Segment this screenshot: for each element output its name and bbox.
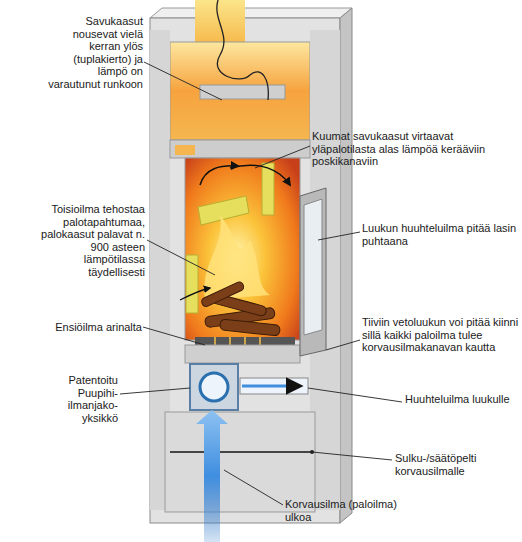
partition xyxy=(170,140,310,158)
flow-arrow xyxy=(230,165,290,185)
ash-space xyxy=(185,345,300,363)
fire-chamber xyxy=(185,158,300,340)
body-top xyxy=(150,8,352,18)
flow-arrow xyxy=(180,288,210,300)
leader-lines xyxy=(120,62,402,505)
air-unit xyxy=(190,364,238,410)
body-side xyxy=(340,8,352,523)
callout-label: Huuhteluilma luukulle xyxy=(405,393,515,406)
firebrick xyxy=(186,255,198,313)
callout-label: Toisioilma tehostaa palotapahtumaa, palo… xyxy=(37,203,145,279)
callout-label: Savukaasut nousevat vielä kerran ylös (t… xyxy=(47,15,143,91)
opening xyxy=(175,145,195,155)
upper-chamber xyxy=(170,42,310,140)
duct-arrow xyxy=(242,385,300,388)
air-duct xyxy=(240,378,308,394)
air-inlet-arrow xyxy=(196,410,228,542)
callout-label: Ensiöilma arinalta xyxy=(20,321,142,334)
flow-arrow xyxy=(200,166,238,185)
callout-label: Patentoitu Puupihi- ilmanjako- yksikkö xyxy=(40,374,118,424)
glass xyxy=(304,199,322,335)
firebrick xyxy=(262,163,274,215)
callout-label: Kuumat savukaasut virtaavat yläpalotilas… xyxy=(312,130,512,168)
callout-label: Sulku-/säätöpelti korvausilmalle xyxy=(395,452,520,477)
callout-label: Tiiviin vetoluukun voi pitää kiinni sill… xyxy=(362,316,520,354)
lower-section xyxy=(165,412,315,512)
logs xyxy=(200,281,280,336)
callout-label: Luukun huuhteluilma pitää lasin puhtaana xyxy=(362,222,517,247)
baffle xyxy=(200,85,285,99)
leader-dot xyxy=(310,450,314,454)
smoke-path xyxy=(217,0,268,100)
damper xyxy=(170,451,312,453)
door xyxy=(300,188,326,356)
body-front xyxy=(150,18,340,523)
air-unit-rotor xyxy=(200,373,228,401)
callout-label: Korvausilma (paloilma) ulkoa xyxy=(285,498,405,523)
